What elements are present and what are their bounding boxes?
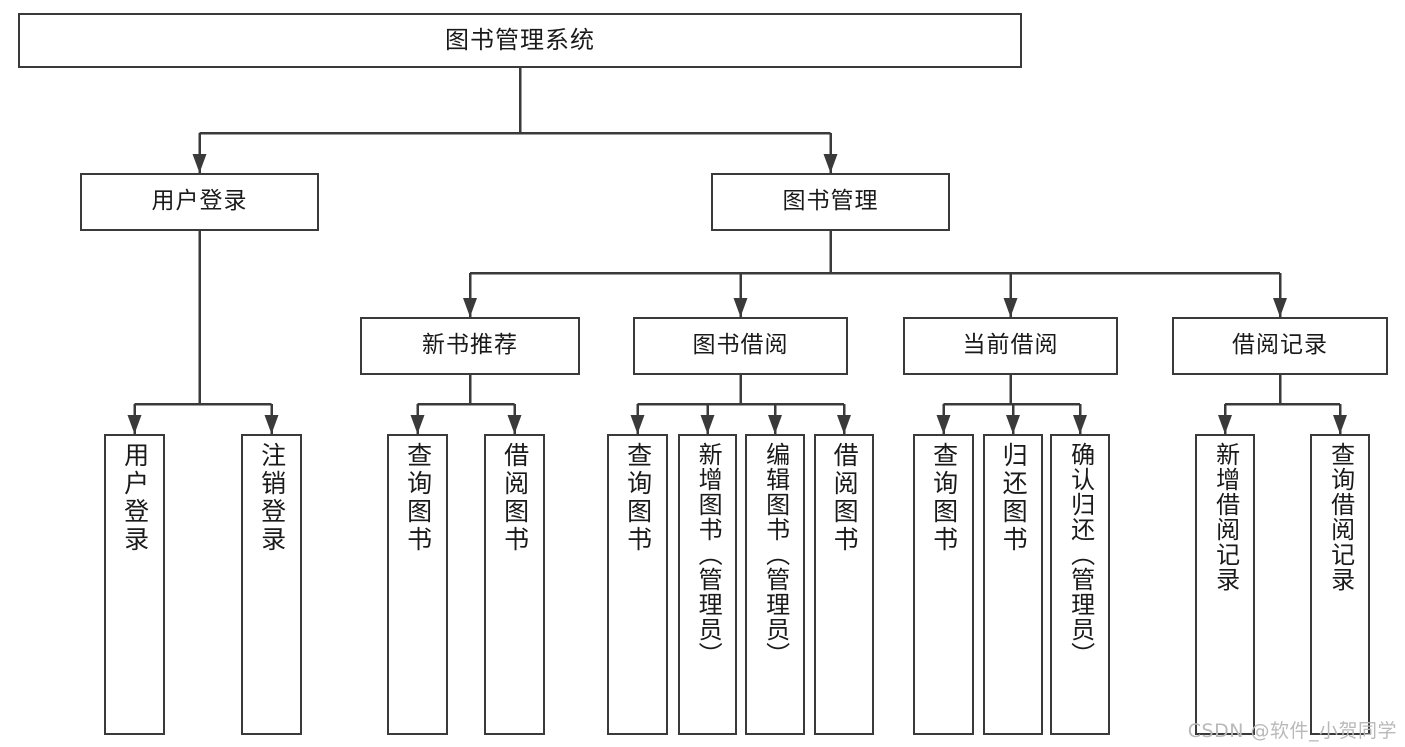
node-label: 查询图书	[623, 442, 653, 554]
arrowhead-icon	[410, 415, 425, 434]
node-root[interactable]: 图书管理系统	[18, 13, 1022, 68]
arrowhead-icon	[768, 415, 782, 434]
node-leaf-query-record[interactable]: 查询借阅记录	[1310, 434, 1370, 735]
node-label: 图书借阅	[692, 332, 789, 359]
arrowhead-icon	[1218, 415, 1232, 434]
node-label: 图书管理	[782, 188, 879, 215]
node-leaf-borrow-book-1[interactable]: 借阅图书	[484, 434, 545, 735]
node-label: 注销登录	[257, 442, 287, 554]
arrowhead-icon	[264, 415, 279, 434]
arrowhead-icon	[630, 415, 645, 434]
arrowhead-icon	[837, 415, 851, 434]
arrowhead-icon	[1003, 298, 1018, 317]
arrowhead-icon	[1273, 298, 1287, 317]
node-book-borrow[interactable]: 图书借阅	[633, 317, 848, 375]
node-book-manage[interactable]: 图书管理	[711, 173, 950, 231]
node-leaf-edit-book[interactable]: 编辑图书（管理员）	[745, 434, 805, 735]
node-leaf-confirm-return[interactable]: 确认归还（管理员）	[1050, 434, 1110, 735]
arrowhead-icon	[463, 298, 477, 317]
node-label: 借阅图书	[500, 442, 530, 554]
arrowhead-icon	[936, 415, 951, 434]
node-leaf-logout[interactable]: 注销登录	[241, 434, 302, 735]
arrowhead-icon	[700, 415, 715, 434]
arrowhead-icon	[733, 298, 748, 317]
node-label: 当前借阅	[962, 332, 1059, 359]
arrowhead-icon	[1333, 415, 1347, 434]
node-leaf-add-record[interactable]: 新增借阅记录	[1195, 434, 1255, 735]
arrowhead-icon	[507, 415, 522, 434]
arrowhead-icon	[127, 415, 142, 434]
node-label: 归还图书	[999, 442, 1029, 554]
node-label: 用户登录	[120, 442, 150, 554]
node-leaf-return-book[interactable]: 归还图书	[983, 434, 1043, 735]
arrowhead-icon	[1073, 415, 1087, 434]
node-leaf-query-book-2[interactable]: 查询图书	[607, 434, 668, 735]
node-label: 查询借阅记录	[1326, 442, 1355, 592]
node-label: 图书管理系统	[445, 26, 595, 55]
node-label: 新增图书（管理员）	[694, 442, 723, 667]
watermark: CSDN @软件_小贺同学	[1187, 720, 1397, 742]
arrowhead-icon	[823, 154, 838, 173]
node-label: 借阅记录	[1232, 332, 1328, 359]
node-label: 用户登录	[151, 188, 248, 215]
node-new-book-rec[interactable]: 新书推荐	[360, 317, 580, 375]
node-label: 新增借阅记录	[1211, 442, 1240, 592]
node-label: 借阅图书	[830, 442, 860, 554]
node-label: 新书推荐	[422, 332, 518, 359]
node-leaf-user-login[interactable]: 用户登录	[104, 434, 165, 735]
arrowhead-icon	[1006, 415, 1020, 434]
node-user-login[interactable]: 用户登录	[80, 173, 319, 231]
node-label: 确认归还（管理员）	[1066, 442, 1095, 667]
node-borrow-record[interactable]: 借阅记录	[1172, 317, 1388, 375]
node-label: 查询图书	[929, 442, 959, 554]
node-leaf-query-book-3[interactable]: 查询图书	[913, 434, 974, 735]
node-current-borrow[interactable]: 当前借阅	[903, 317, 1118, 375]
node-label: 编辑图书（管理员）	[761, 442, 790, 667]
node-label: 查询图书	[403, 442, 433, 554]
node-leaf-borrow-book-2[interactable]: 借阅图书	[814, 434, 874, 735]
arrowhead-icon	[192, 154, 207, 173]
node-leaf-add-book[interactable]: 新增图书（管理员）	[678, 434, 737, 735]
node-leaf-query-book-1[interactable]: 查询图书	[387, 434, 448, 735]
